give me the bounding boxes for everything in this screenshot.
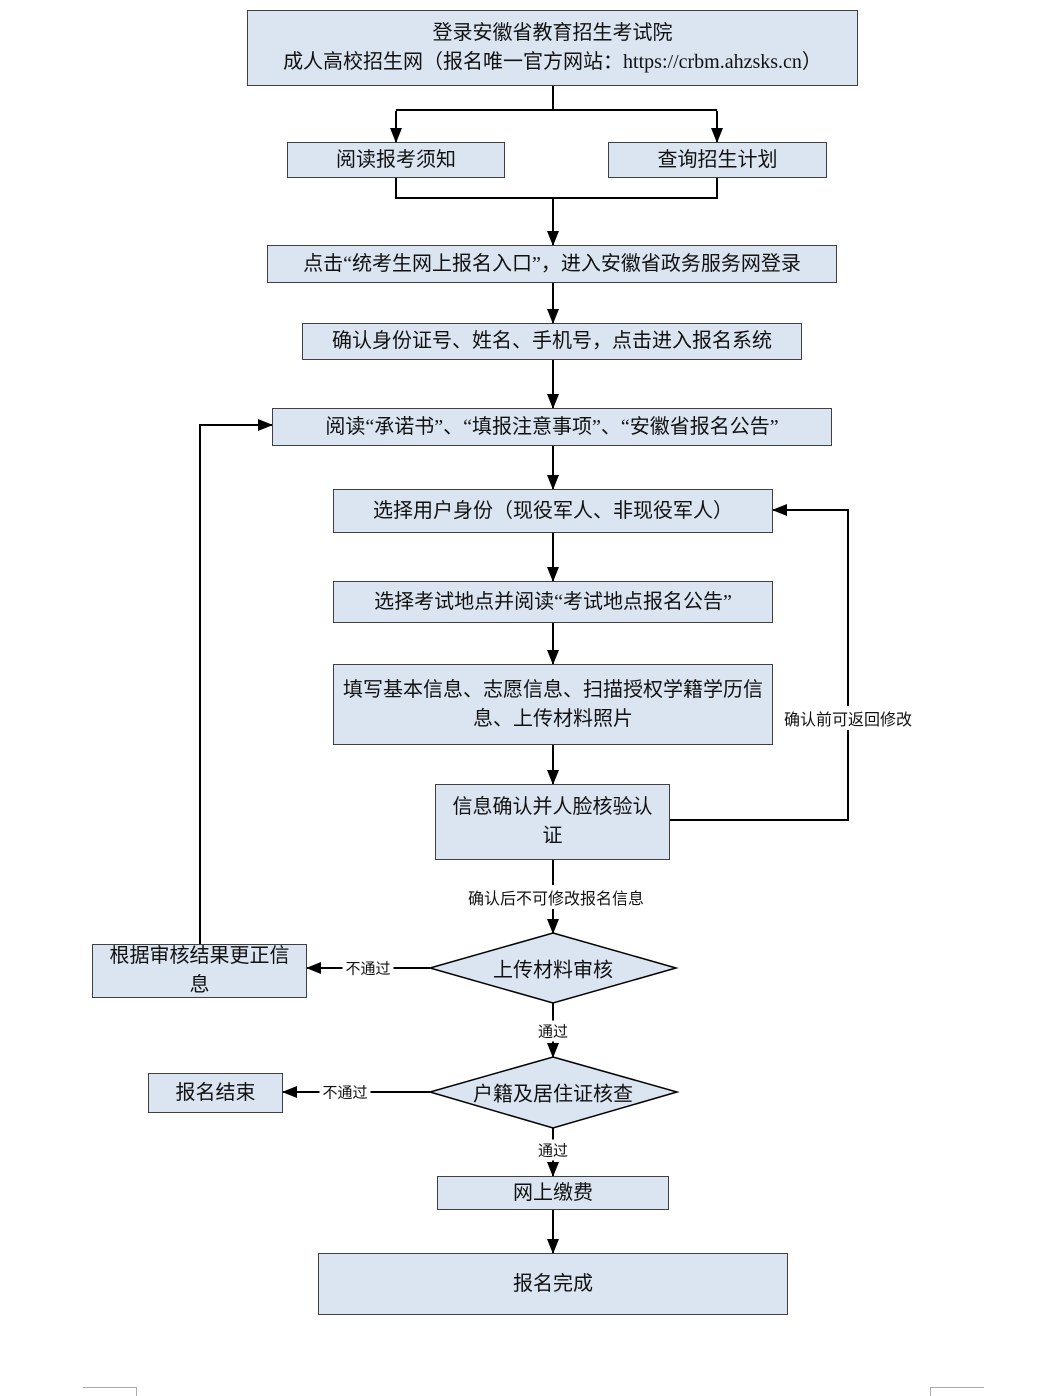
- node-confirm-identity: 确认身份证号、姓名、手机号，点击进入报名系统: [302, 323, 802, 360]
- page-margin-mark-left: [83, 1387, 137, 1396]
- edge-label-residence-fail: 不通过: [319, 1081, 371, 1103]
- decision-diamonds: [427, 932, 680, 1129]
- label-residence-check: 户籍及居住证核查: [473, 1083, 633, 1106]
- edge-label-after-confirm: 确认后不可修改报名信息: [464, 885, 648, 909]
- node-fill-info: 填写基本信息、志愿信息、扫描授权学籍学历信息、上传材料照片: [333, 664, 773, 745]
- node-registration-complete: 报名完成: [318, 1253, 788, 1315]
- node-login-portal-line1: 登录安徽省教育招生考试院: [432, 22, 673, 44]
- node-confirm-face-check: 信息确认并人脸核验认证: [435, 784, 670, 860]
- edge-label-before-confirm: 确认前可返回修改: [780, 706, 916, 730]
- diamond-residence-check: [427, 1056, 680, 1129]
- node-correct-info: 根据审核结果更正信息: [92, 944, 307, 998]
- node-login-portal-line2: 成人高校招生网（报名唯一官方网站：https://crbm.ahzsks.cn）: [283, 51, 822, 73]
- node-online-payment: 网上缴费: [437, 1176, 669, 1210]
- node-read-notice: 阅读报考须知: [287, 142, 505, 178]
- node-query-plan: 查询招生计划: [608, 142, 827, 178]
- node-select-exam-site: 选择考试地点并阅读“考试地点报名公告”: [333, 581, 773, 623]
- page-margin-mark-right: [930, 1387, 984, 1396]
- node-click-entry: 点击“统考生网上报名入口”，进入安徽省政务服务网登录: [267, 245, 837, 283]
- node-read-commitment: 阅读“承诺书”、“填报注意事项”、“安徽省报名公告”: [272, 408, 832, 446]
- edge-label-residence-pass: 通过: [534, 1139, 572, 1161]
- edge-label-material-fail: 不通过: [342, 957, 394, 979]
- edge-label-material-pass: 通过: [534, 1020, 572, 1042]
- node-select-user-type: 选择用户身份（现役军人、非现役军人）: [333, 489, 773, 533]
- node-registration-end: 报名结束: [148, 1073, 283, 1113]
- edge-correct-to-commitment: [199, 419, 273, 944]
- edge-return-to-select-user: [670, 504, 849, 821]
- label-material-review: 上传材料审核: [493, 959, 613, 982]
- diamond-material-review: [427, 932, 679, 1004]
- edge-merge-horizontal: [395, 178, 718, 199]
- node-login-portal: 登录安徽省教育招生考试院 成人高校招生网（报名唯一官方网站：https://cr…: [247, 10, 858, 86]
